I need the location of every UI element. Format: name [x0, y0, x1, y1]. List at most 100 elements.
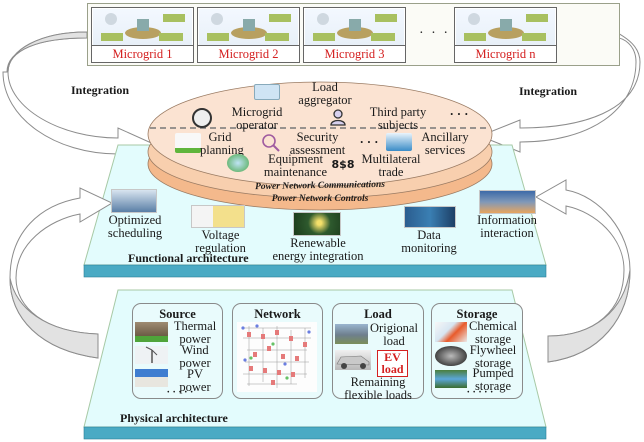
microgrid-label: Microgrid 3	[304, 45, 405, 62]
ancillary-services-line1: Ancillary	[421, 130, 469, 144]
storage-ellipsis: · · · · ·	[466, 387, 494, 398]
source-ellipsis: · · · · ·	[166, 387, 194, 398]
equipment-maintenance-line1: Equipment	[268, 152, 323, 166]
physical-architecture-title: Physical architecture	[120, 411, 228, 425]
third-party-line1: Third party	[369, 105, 427, 119]
functional-item-renewable-energy[interactable]: Renewable energy integration	[268, 236, 368, 264]
microgrid-label: Microgrid n	[455, 45, 556, 62]
platform-item-grid-planning[interactable]: Grid planning	[200, 130, 244, 157]
microgrid-card[interactable]: Microgrid 2	[197, 7, 300, 63]
item-line1: Thermal	[173, 319, 217, 333]
microgrid-card[interactable]: Microgrid 1	[91, 7, 194, 63]
platform-item-multilateral-trade[interactable]: Multilateral trade	[356, 152, 426, 180]
load-item-original[interactable]: Origional load	[366, 321, 422, 349]
item-line1: Information	[477, 213, 537, 227]
microgrid-illustration	[305, 9, 404, 45]
multilateral-trade-line1: Multilateral	[361, 152, 421, 166]
ev-car-image	[335, 350, 371, 370]
chemical-storage-image	[435, 322, 467, 342]
functional-item-data-monitoring[interactable]: Data monitoring	[398, 228, 460, 256]
magnifier-risk-icon	[261, 133, 281, 153]
item-line2: energy integration	[272, 249, 364, 264]
lower-ellipsis: · · ·	[359, 135, 379, 149]
item-line1: Pumped	[472, 366, 514, 380]
security-assessment-line2: assessment	[289, 143, 346, 158]
microgrid-strip: Microgrid 1 Microgrid 2 Microgrid 3 · · …	[87, 3, 620, 66]
item-line1: Data	[417, 228, 441, 242]
item-line2: regulation	[195, 241, 246, 256]
multilateral-trade-line2: trade	[378, 165, 404, 180]
item-line1: Optimized	[108, 213, 162, 227]
flywheel-storage-image	[435, 346, 467, 366]
optimized-scheduling-image	[111, 189, 157, 213]
platform-item-third-party[interactable]: Third party subjects	[358, 105, 438, 132]
item-line2: power	[179, 356, 211, 371]
microgrid-illustration	[456, 9, 555, 45]
data-monitoring-image	[404, 206, 456, 228]
item-line2: interaction	[480, 226, 534, 241]
transmission-tower-icon	[175, 133, 201, 153]
wind-power-image	[135, 346, 168, 364]
item-line1: Chemical	[469, 319, 517, 333]
ancillary-services-line2: services	[424, 143, 466, 158]
item-line2: power	[179, 332, 211, 347]
microgrid-illustration	[93, 9, 192, 45]
wind-turbine-globe-icon	[227, 154, 249, 172]
storage-item-flywheel[interactable]: Flywheel storage	[466, 343, 520, 371]
item-line1: Flywheel	[469, 343, 517, 357]
source-item-wind[interactable]: Wind power	[170, 343, 220, 371]
item-line2: monitoring	[401, 241, 457, 256]
microgrid-card[interactable]: Microgrid 3	[303, 7, 406, 63]
microgrid-operator-line2: operator	[236, 118, 278, 133]
source-title: Source	[159, 307, 196, 321]
storage-title: Storage	[456, 307, 498, 321]
item-line1: Voltage	[201, 228, 240, 242]
microgrid-label: Microgrid 2	[198, 45, 299, 62]
information-interaction-image	[479, 190, 536, 214]
physical-layer-edge	[83, 426, 547, 440]
storage-item-chemical[interactable]: Chemical storage	[466, 319, 520, 346]
ring-controls-label: Power Network Controls	[271, 194, 369, 204]
platform-item-security-assessment[interactable]: Security assessment	[285, 130, 350, 158]
microgrid-label: Microgrid 1	[92, 45, 193, 62]
item-line1: Origional	[370, 321, 418, 335]
platform-item-load-aggregator[interactable]: Load aggregator	[290, 80, 360, 108]
item-line2: storage	[474, 356, 512, 371]
renewable-energy-image	[293, 212, 341, 236]
functional-item-optimized-scheduling[interactable]: Optimized scheduling	[100, 213, 170, 241]
item-line2: load	[383, 334, 405, 349]
load-aggregator-line2: aggregator	[298, 93, 352, 108]
network-topology-image	[237, 322, 317, 392]
item-line1: Wind	[181, 343, 209, 357]
integration-label-left: Integration	[71, 83, 129, 97]
load-item-remaining-flexible[interactable]: Remaining flexible loads	[332, 375, 424, 403]
original-load-image	[335, 324, 368, 344]
functional-item-information-interaction[interactable]: Information interaction	[472, 213, 542, 241]
pv-power-image	[135, 369, 168, 387]
equipment-maintenance-line2: maintenance	[263, 165, 328, 180]
microgrid-card[interactable]: Microgrid n	[454, 7, 557, 63]
functional-architecture-title: Functional architecture	[128, 251, 249, 265]
storage-item-pumped[interactable]: Pumped storage	[466, 366, 520, 394]
ev-line1: EV	[384, 350, 401, 364]
trade-icon: 8$8	[331, 158, 355, 171]
item-line2: scheduling	[107, 226, 163, 241]
thermal-power-image	[135, 322, 168, 342]
user-icon	[329, 108, 347, 126]
item-line1: Renewable	[290, 236, 346, 250]
gear-person-icon	[192, 108, 212, 128]
integration-arrow-right	[478, 31, 641, 153]
pumped-storage-image	[435, 370, 467, 388]
item-line2: flexible loads	[344, 388, 412, 403]
load-aggregator-icon	[254, 84, 280, 100]
platform-item-ancillary-services[interactable]: Ancillary services	[415, 130, 475, 158]
item-line1: PV	[187, 367, 203, 381]
item-line2: storage	[474, 379, 512, 394]
ev-load-badge[interactable]: EV load	[377, 350, 408, 377]
functional-item-voltage-regulation[interactable]: Voltage regulation	[188, 228, 253, 256]
platform-item-equipment-maintenance[interactable]: Equipment maintenance	[258, 152, 333, 180]
source-item-pv[interactable]: PV power	[170, 367, 220, 394]
platform-item-microgrid-operator[interactable]: Microgrid operator	[222, 105, 292, 133]
upper-ellipsis: · · ·	[449, 107, 469, 121]
source-item-thermal[interactable]: Thermal power	[170, 319, 220, 347]
